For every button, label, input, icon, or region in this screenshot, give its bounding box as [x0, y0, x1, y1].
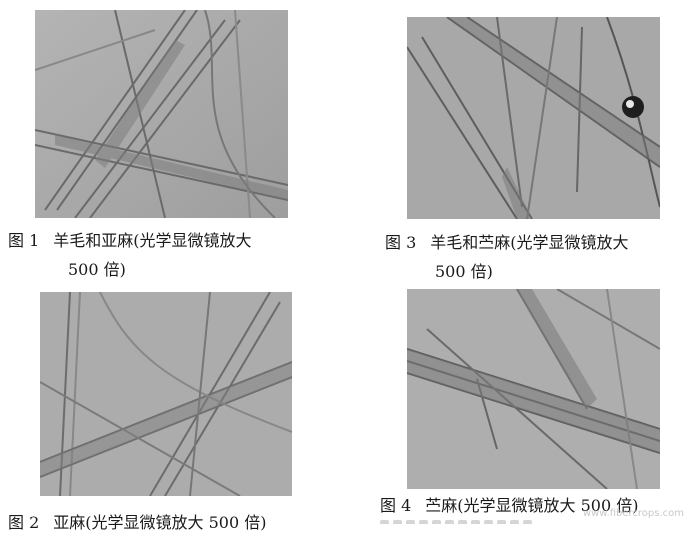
figure-2-caption: 图 2 亚麻(光学显微镜放大 500 倍) — [8, 513, 266, 533]
watermark-text: www.fibercrops.com — [582, 508, 684, 519]
figure-2-number: 图 2 — [8, 513, 40, 532]
figure-1-micrograph — [35, 10, 288, 218]
figure-3-micrograph — [407, 17, 660, 219]
figure-1-caption-line1: 羊毛和亚麻(光学显微镜放大 — [53, 231, 252, 250]
figure-3-caption-line2: 500 倍) — [435, 262, 493, 281]
figure-2-micrograph — [40, 292, 292, 496]
figure-4-number: 图 4 — [380, 496, 412, 515]
figure-4-caption-text: 苎麻(光学显微镜放大 500 倍) — [425, 496, 639, 515]
figure-1-caption-line2: 500 倍) — [68, 260, 126, 279]
figure-2-caption-text: 亚麻(光学显微镜放大 500 倍) — [53, 513, 267, 532]
figure-1-number: 图 1 — [8, 231, 40, 250]
figure-3-number: 图 3 — [385, 233, 417, 252]
figure-3-caption-line1: 羊毛和苎麻(光学显微镜放大 — [430, 233, 629, 252]
figure-4-micrograph — [407, 289, 660, 489]
cropped-text-fragment — [380, 514, 580, 524]
figure-1-caption: 图 1 羊毛和亚麻(光学显微镜放大 — [8, 231, 252, 251]
figure-4-caption: 图 4 苎麻(光学显微镜放大 500 倍) — [380, 496, 638, 516]
figure-3-caption: 图 3 羊毛和苎麻(光学显微镜放大 — [385, 233, 629, 253]
